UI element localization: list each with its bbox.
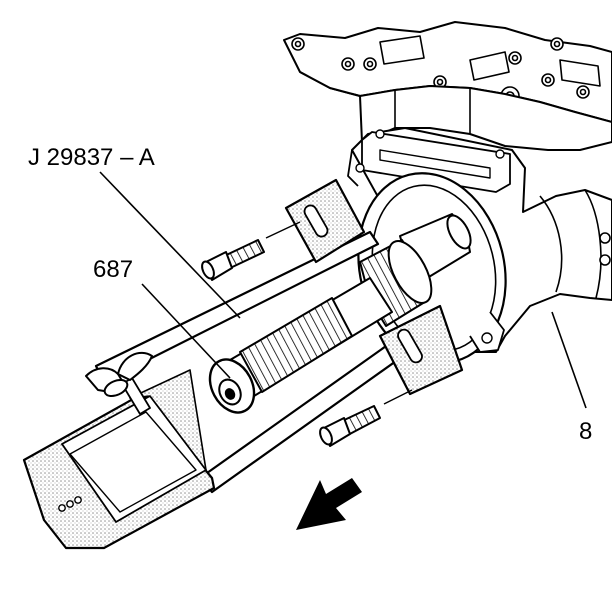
bolt-icon	[201, 239, 265, 281]
direction-arrow-icon	[296, 478, 362, 530]
tool-callout-label: J 29837 – A	[28, 144, 155, 171]
leader-lines	[99, 171, 587, 409]
wing-nut-icon	[85, 351, 153, 398]
alignment-lines	[265, 221, 413, 405]
output-shaft	[208, 213, 472, 414]
part-8-callout-label: 8	[579, 418, 593, 445]
part-687-callout-label: 687	[93, 256, 134, 283]
holding-fixture	[22, 178, 464, 550]
bolt-icon	[319, 405, 381, 447]
